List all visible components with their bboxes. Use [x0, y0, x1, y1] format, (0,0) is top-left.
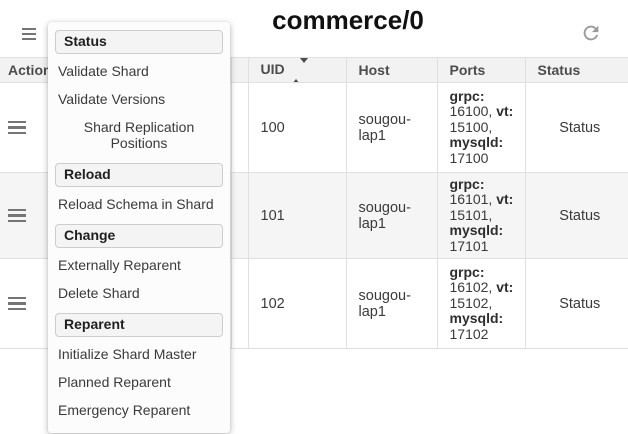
menu-section-change: Change [55, 224, 223, 248]
column-header-uid[interactable]: UID [247, 57, 347, 83]
hamburger-bar [8, 208, 26, 212]
menu-item-shard-replication-positions[interactable]: Shard Replication Positions [83, 119, 195, 151]
hamburger-bar [8, 296, 26, 300]
port-label: grpc: [449, 87, 485, 104]
page-title: commerce/0 [272, 5, 424, 35]
hamburger-bar [22, 28, 36, 30]
column-header-hidden [230, 57, 249, 83]
menu-item-initialize-shard-master[interactable]: Initialize Shard Master [58, 346, 197, 362]
column-header-ports-label: Ports [449, 62, 486, 78]
column-header-ports: Ports [436, 57, 526, 83]
status-link[interactable]: Status [559, 295, 601, 312]
column-header-host-label: Host [358, 62, 390, 78]
host-cell: sougou-lap1 [345, 82, 438, 173]
hamburger-bar [8, 131, 26, 135]
port-value: 15102, [449, 294, 493, 311]
port-value: 16101, [449, 191, 493, 208]
hamburger-bar [8, 126, 26, 129]
menu-item-externally-reparent[interactable]: Externally Reparent [58, 257, 181, 273]
sort-up-triangle [291, 62, 300, 82]
ports-cell: grpc: 16102, vt: 15102, mysqld: 17102 [436, 258, 526, 349]
port-value: 16100, [449, 103, 493, 120]
ports-cell: grpc: 16101, vt: 15101, mysqld: 17101 [436, 172, 526, 259]
hidden-cell [230, 82, 249, 173]
host-cell: sougou-lap1 [345, 258, 438, 349]
hamburger-bar [8, 307, 26, 311]
menu-section-reload: Reload [55, 163, 223, 187]
hamburger-bar [8, 214, 26, 217]
port-label: mysqld: [449, 310, 504, 327]
port-label: grpc: [449, 263, 485, 280]
hamburger-bar [22, 33, 36, 35]
port-label: vt: [496, 103, 514, 120]
hamburger-bar [22, 38, 36, 40]
column-header-host: Host [345, 57, 438, 83]
port-label: mysqld: [449, 134, 504, 151]
menu-item-delete-shard[interactable]: Delete Shard [58, 285, 140, 301]
column-header-actions-label: Actions [8, 62, 60, 78]
hidden-cell [230, 258, 249, 349]
hidden-cell [230, 172, 249, 259]
uid-cell: 100 [247, 82, 347, 173]
status-cell: Status [524, 172, 628, 259]
ports-cell: grpc: 16100, vt: 15100, mysqld: 17100 [436, 82, 526, 173]
port-value: 17102 [449, 325, 489, 342]
status-cell: Status [524, 82, 628, 173]
status-link[interactable]: Status [559, 207, 601, 224]
menu-item-reload-schema-in-shard[interactable]: Reload Schema in Shard [58, 196, 214, 212]
menu-item-planned-reparent[interactable]: Planned Reparent [58, 374, 171, 390]
uid-cell: 101 [247, 172, 347, 259]
menu-item-emergency-reparent[interactable]: Emergency Reparent [58, 402, 191, 418]
port-value: 16102, [449, 279, 493, 296]
host-cell: sougou-lap1 [345, 172, 438, 259]
port-label: mysqld: [449, 222, 504, 239]
port-value: 15101, [449, 206, 493, 223]
menu-section-status: Status [55, 30, 223, 54]
port-label: vt: [496, 191, 514, 208]
port-value: 17101 [449, 237, 489, 254]
nav-menu-icon[interactable] [22, 28, 36, 40]
port-label: grpc: [449, 175, 485, 192]
menu-item-validate-versions[interactable]: Validate Versions [58, 91, 166, 107]
sort-icon[interactable] [291, 58, 308, 82]
status-cell: Status [524, 258, 628, 349]
refresh-icon[interactable] [580, 22, 602, 44]
column-header-uid-label: UID [260, 61, 285, 78]
menu-item-validate-shard[interactable]: Validate Shard [58, 63, 149, 79]
port-value: 17100 [449, 149, 489, 166]
row-actions-menu-icon[interactable] [8, 120, 26, 135]
shard-actions-menu: Status Validate Shard Validate Versions … [48, 22, 230, 433]
menu-section-reparent: Reparent [55, 313, 223, 337]
port-value: 15100, [449, 118, 493, 135]
sort-down-triangle [299, 58, 308, 79]
hamburger-bar [8, 302, 26, 305]
column-header-status: Status [524, 57, 628, 83]
hamburger-bar [8, 219, 26, 223]
uid-cell: 102 [247, 258, 347, 349]
hamburger-bar [8, 120, 26, 124]
status-link[interactable]: Status [559, 119, 601, 136]
column-header-status-label: Status [537, 62, 581, 78]
row-actions-menu-icon[interactable] [8, 296, 26, 311]
row-actions-menu-icon[interactable] [8, 208, 26, 223]
port-label: vt: [496, 279, 514, 296]
